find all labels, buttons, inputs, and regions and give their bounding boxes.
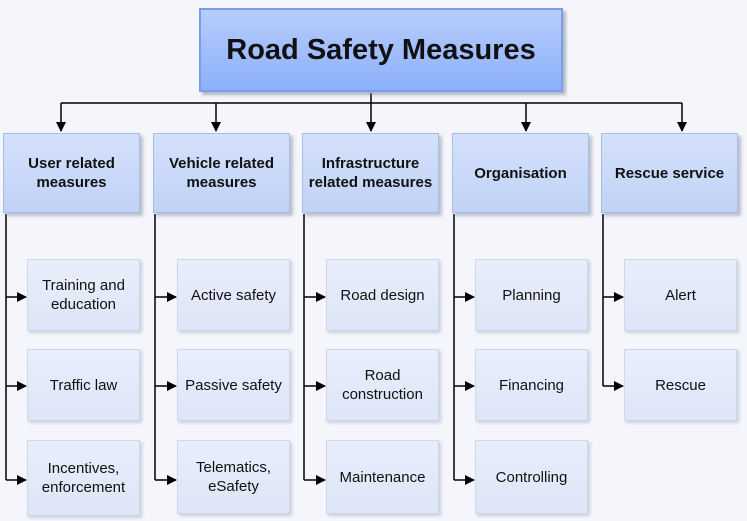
item-training-education: Training and education bbox=[27, 259, 140, 331]
item-alert: Alert bbox=[624, 259, 737, 331]
diagram-title: Road Safety Measures bbox=[199, 8, 563, 92]
item-rescue: Rescue bbox=[624, 349, 737, 421]
item-road-design: Road design bbox=[326, 259, 439, 331]
item-financing: Financing bbox=[475, 349, 588, 421]
item-incentives-enforcement: Incentives, enforcement bbox=[27, 440, 140, 516]
item-maintenance: Maintenance bbox=[326, 440, 439, 514]
item-traffic-law: Traffic law bbox=[27, 349, 140, 421]
category-infrastructure-related: Infrastructure related measures bbox=[302, 133, 439, 213]
category-organisation: Organisation bbox=[452, 133, 589, 213]
category-user-related: User related measures bbox=[3, 133, 140, 213]
item-controlling: Controlling bbox=[475, 440, 588, 514]
item-telematics-esafety: Telematics, eSafety bbox=[177, 440, 290, 514]
item-active-safety: Active safety bbox=[177, 259, 290, 331]
category-rescue-service: Rescue service bbox=[601, 133, 738, 213]
category-vehicle-related: Vehicle related measures bbox=[153, 133, 290, 213]
item-passive-safety: Passive safety bbox=[177, 349, 290, 421]
item-planning: Planning bbox=[475, 259, 588, 331]
item-road-construction: Road construction bbox=[326, 349, 439, 421]
